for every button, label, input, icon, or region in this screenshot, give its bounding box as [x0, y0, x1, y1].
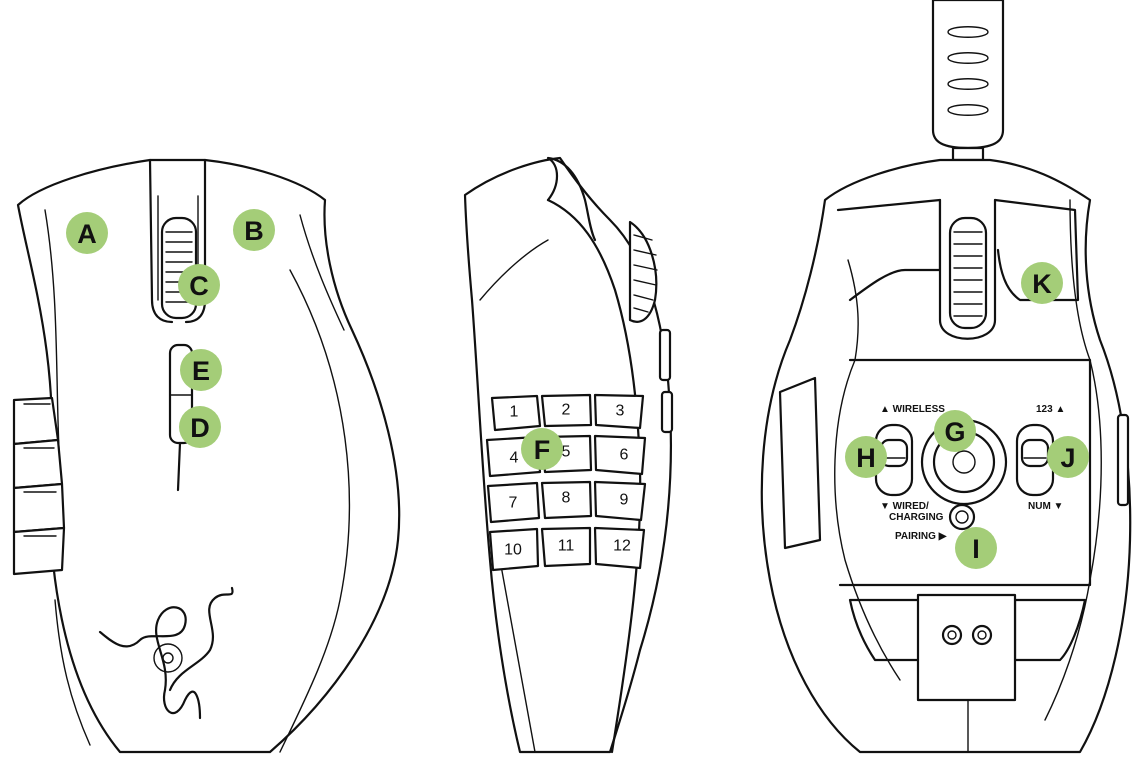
- callout-g-label: G: [944, 417, 965, 447]
- callout-h-label: H: [856, 443, 876, 473]
- side-key-7: 7: [488, 483, 539, 522]
- callout-b-label: B: [244, 216, 264, 246]
- side-key-6: 6: [595, 436, 645, 474]
- callout-f: F: [521, 428, 563, 470]
- side-key-1: 1: [492, 396, 540, 430]
- side-key-11: 11: [542, 528, 590, 566]
- callout-j: J: [1047, 436, 1089, 478]
- callout-c-label: C: [189, 271, 209, 301]
- num123-label: 123 ▲: [1036, 404, 1065, 415]
- callout-k: K: [1021, 262, 1063, 304]
- pairing-label: PAIRING ▶: [895, 531, 948, 542]
- callout-a: A: [66, 212, 108, 254]
- callout-j-label: J: [1060, 443, 1075, 473]
- side-key-label: 8: [562, 490, 571, 507]
- callout-a-label: A: [77, 219, 97, 249]
- callout-d: D: [179, 406, 221, 448]
- bottom-side-bumps: [1118, 415, 1128, 505]
- side-key-label: 7: [509, 495, 518, 512]
- side-key-8: 8: [542, 482, 591, 518]
- callout-i: I: [955, 527, 997, 569]
- side-key-label: 1: [510, 404, 519, 421]
- callout-h: H: [845, 436, 887, 478]
- side-key-label: 12: [613, 538, 631, 555]
- wired-label: ▼ WIRED/: [880, 501, 929, 512]
- scroll-wheel-bottom: [940, 200, 995, 339]
- bottom-left-grip-pad: [780, 378, 820, 548]
- side-key-2: 2: [542, 395, 591, 426]
- side-key-label: 2: [562, 402, 571, 419]
- side-key-3: 3: [595, 395, 643, 428]
- side-key-label: 11: [558, 538, 575, 555]
- callout-e-label: E: [192, 356, 210, 386]
- side-key-label: 6: [620, 447, 629, 464]
- callout-c: C: [178, 264, 220, 306]
- usb-cable: [933, 0, 1003, 160]
- pairing-button: [950, 505, 974, 529]
- side-key-10: 10: [490, 529, 538, 570]
- num-label: NUM ▼: [1028, 501, 1063, 512]
- side-key-label: 9: [620, 492, 629, 509]
- side-key-12: 12: [595, 528, 644, 568]
- callout-i-label: I: [972, 534, 980, 564]
- mouse-top-view: [14, 160, 399, 752]
- callout-g: G: [934, 410, 976, 452]
- side-key-label: 4: [510, 450, 519, 467]
- side-key-label: 10: [504, 542, 522, 559]
- side-key-label: 5: [562, 444, 571, 461]
- callout-b: B: [233, 209, 275, 251]
- mouse-bottom-view: ▲ WIRELESS ▼ WIRED/ CHARGING PAIRING ▶ 1…: [762, 0, 1130, 752]
- side-key-9: 9: [595, 482, 645, 520]
- charging-label: CHARGING: [889, 512, 944, 523]
- callout-f-label: F: [534, 435, 551, 465]
- wireless-label: ▲ WIRELESS: [880, 404, 945, 415]
- side-buttons-top-view: [14, 398, 64, 574]
- mouse-side-view: 1 2 3 4 5 6 7 8 9 10 11 12: [465, 158, 672, 752]
- callout-k-label: K: [1032, 269, 1052, 299]
- scroll-wheel-side: [630, 222, 657, 322]
- callout-e: E: [180, 349, 222, 391]
- side-key-label: 3: [616, 403, 625, 420]
- callout-d-label: D: [190, 413, 210, 443]
